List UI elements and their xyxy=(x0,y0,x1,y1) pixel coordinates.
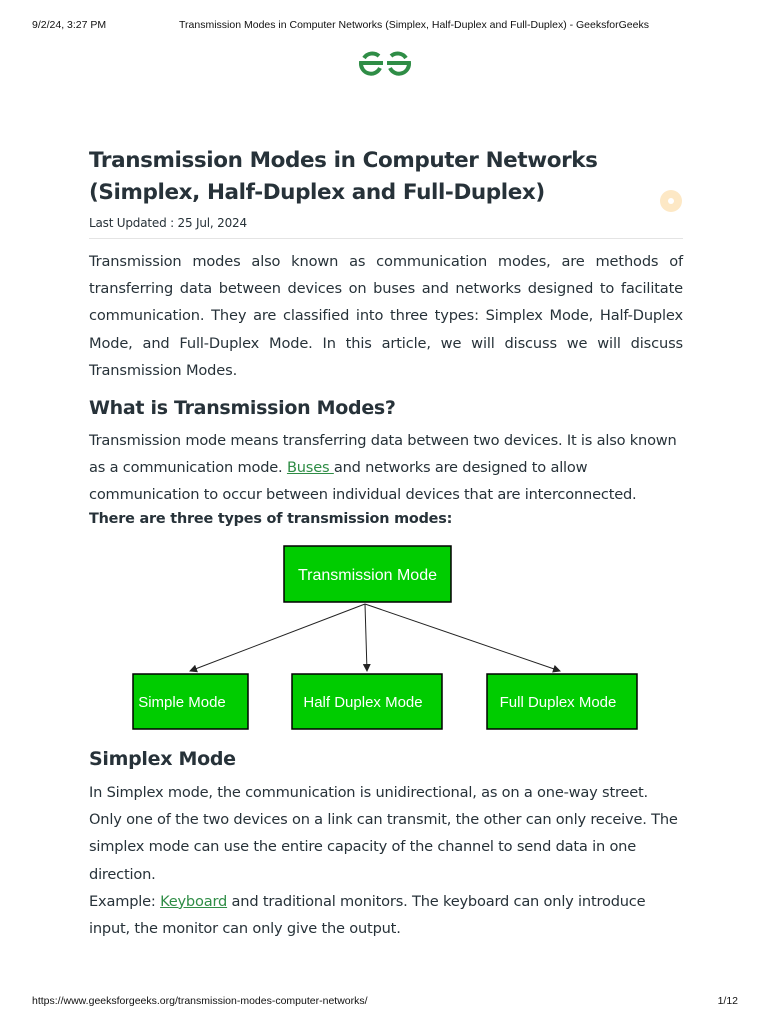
example-prefix: Example: xyxy=(89,892,161,910)
example-paragraph: Example: Keyboard and traditional monito… xyxy=(89,888,683,942)
diagram-child-label-half: Half Duplex Mode xyxy=(303,694,422,711)
gfg-logo-icon[interactable] xyxy=(358,50,412,76)
example-rest: and traditional monitors. The keyboard c… xyxy=(89,892,646,938)
section-heading-what: What is Transmission Modes? xyxy=(89,397,396,419)
buses-link[interactable]: Buses xyxy=(286,459,334,477)
diagram-root-box: Transmission Mode xyxy=(283,545,452,603)
floating-action-icon[interactable] xyxy=(660,190,682,212)
types-intro: There are three types of transmission mo… xyxy=(89,511,453,527)
divider xyxy=(89,238,683,239)
print-footer-url: https://www.geeksforgeeks.org/transmissi… xyxy=(32,995,368,1007)
simplex-paragraph: In Simplex mode, the communication is un… xyxy=(89,784,678,883)
print-footer-page: 1/12 xyxy=(717,995,738,1007)
diagram-child-label-simple: Simple Mode xyxy=(138,694,226,711)
section-heading-simplex: Simplex Mode xyxy=(89,748,236,770)
diagram-edge-full xyxy=(364,603,561,673)
diagram-child-box-simple: Simple Mode xyxy=(132,673,249,730)
keyboard-link[interactable]: Keyboard xyxy=(160,892,228,910)
what-text-before: Transmission mode means transferring dat… xyxy=(89,432,677,477)
diagram-root-label: Transmission Mode xyxy=(298,567,437,584)
diagram-edge-simple xyxy=(189,603,366,673)
intro-paragraph: Transmission modes also known as communi… xyxy=(89,253,683,379)
last-updated: Last Updated : 25 Jul, 2024 xyxy=(89,216,247,230)
print-page-title: Transmission Modes in Computer Networks … xyxy=(179,19,649,31)
article-title: Transmission Modes in Computer Networks … xyxy=(89,145,609,209)
print-datetime: 9/2/24, 3:27 PM xyxy=(32,19,107,31)
diagram-edge-half xyxy=(362,603,371,672)
transmission-mode-diagram: Transmission Mode Simple Mode Half Duple… xyxy=(132,545,638,730)
diagram-child-box-full: Full Duplex Mode xyxy=(486,673,638,730)
article-title-line1: Transmission Modes in Computer Networks xyxy=(89,148,598,173)
article-title-line2: (Simplex, Half-Duplex and Full-Duplex) xyxy=(89,180,545,205)
what-paragraph: Transmission mode means transferring dat… xyxy=(89,427,683,509)
diagram-child-label-full: Full Duplex Mode xyxy=(500,694,617,711)
diagram-child-box-half: Half Duplex Mode xyxy=(291,673,443,730)
simplex-section: In Simplex mode, the communication is un… xyxy=(89,779,683,942)
what-text-after: and networks are designed to allow commu… xyxy=(89,459,637,504)
